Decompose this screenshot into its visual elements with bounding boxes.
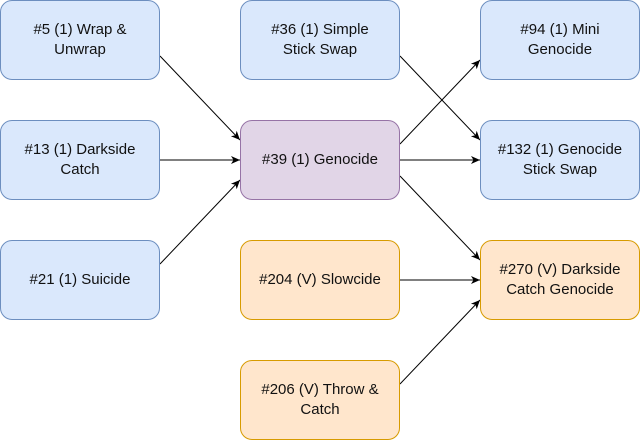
node-mini-genocide[interactable]: #94 (1) Mini Genocide	[480, 0, 640, 80]
node-genocide[interactable]: #39 (1) Genocide	[240, 120, 400, 200]
node-label: #21 (1) Suicide	[29, 271, 131, 288]
node-label: #270 (V) Darkside Catch Genocide	[499, 261, 621, 298]
node-label: #36 (1) Simple Stick Swap	[271, 21, 369, 58]
node-label: #5 (1) Wrap & Unwrap	[33, 21, 127, 58]
node-darkside-catch[interactable]: #13 (1) Darkside Catch	[0, 120, 160, 200]
node-suicide[interactable]: #21 (1) Suicide	[0, 240, 160, 320]
edge-n36-to-n132	[399, 55, 481, 141]
edge-n21-to-n39	[159, 179, 241, 265]
edge-n5-to-n39	[159, 55, 241, 141]
node-throw-catch[interactable]: #206 (V) Throw & Catch	[240, 360, 400, 440]
node-label: #94 (1) Mini Genocide	[520, 21, 600, 58]
edge-n39-to-n94	[399, 59, 481, 145]
node-label: #39 (1) Genocide	[262, 151, 378, 168]
node-darkside-catch-genocide[interactable]: #270 (V) Darkside Catch Genocide	[480, 240, 640, 320]
node-wrap-unwrap[interactable]: #5 (1) Wrap & Unwrap	[0, 0, 160, 80]
edge-n39-to-n270	[399, 175, 481, 261]
node-label: #132 (1) Genocide Stick Swap	[497, 141, 623, 178]
node-genocide-stick-swap[interactable]: #132 (1) Genocide Stick Swap	[480, 120, 640, 200]
node-label: #206 (V) Throw & Catch	[261, 381, 379, 418]
node-label: #13 (1) Darkside Catch	[24, 141, 136, 178]
edge-n206-to-n270	[399, 299, 481, 385]
node-label: #204 (V) Slowcide	[259, 271, 381, 288]
node-slowcide[interactable]: #204 (V) Slowcide	[240, 240, 400, 320]
node-simple-stick-swap[interactable]: #36 (1) Simple Stick Swap	[240, 0, 400, 80]
